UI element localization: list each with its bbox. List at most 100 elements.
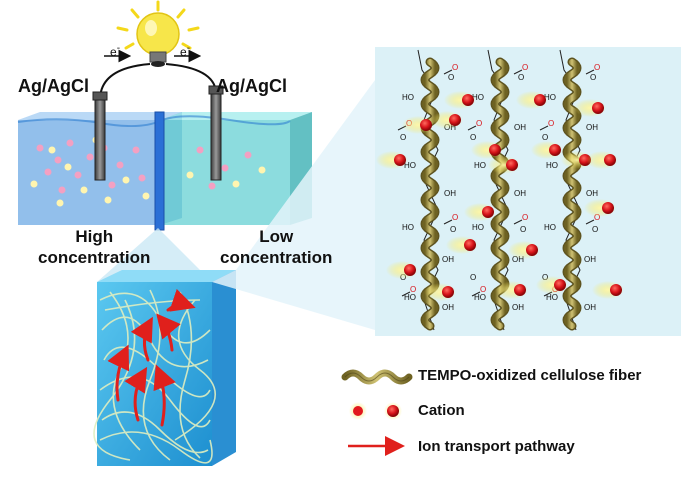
cation-sphere <box>489 144 501 156</box>
cation-sphere <box>554 279 566 291</box>
hydroxyl-label: OH <box>514 189 526 198</box>
electrode-label-left: Ag/AgCl <box>18 76 89 96</box>
cellulose-hydrogel-block <box>93 270 236 466</box>
low-concentration-label: Low concentration <box>220 227 333 267</box>
carboxylate-oxygen: O <box>410 285 416 294</box>
electrode-left <box>92 91 108 181</box>
oxygen-label: O <box>518 73 524 82</box>
carboxylate-bond <box>513 69 523 75</box>
legend-cation-label: Cation <box>418 402 465 419</box>
hydroxyl-label: HO <box>472 93 484 102</box>
carboxylate-bond <box>585 69 595 75</box>
cation-sphere <box>610 284 622 296</box>
cation-sphere <box>464 239 476 251</box>
hydroxyl-label: HO <box>402 223 414 232</box>
carboxylate-bond <box>401 291 411 297</box>
carboxylate-bond <box>467 125 477 131</box>
ion-pathway-arrows <box>107 288 196 427</box>
membrane-separator <box>154 111 165 231</box>
cation-sphere <box>602 202 614 214</box>
high-concentration-label: High concentration <box>38 227 151 267</box>
cation-sphere <box>506 159 518 171</box>
zoom-cone-fiber <box>212 80 375 330</box>
hydroxyl-label: HO <box>404 293 416 302</box>
carboxylate-oxygen: O <box>522 63 528 72</box>
molecular-structure-panel: HOHOHOHOOHOHOHOHOOOOOOOOHOHOHOHOOHOHOHOH… <box>375 47 681 336</box>
cation-sphere <box>462 94 474 106</box>
carboxylate-oxygen: O <box>480 285 486 294</box>
oxygen-label: O <box>470 273 476 282</box>
hydroxyl-label: HO <box>402 93 414 102</box>
legend-pathway-label: Ion transport pathway <box>418 438 575 455</box>
carboxylate-oxygen: O <box>594 213 600 222</box>
legend-cation-icon <box>349 402 402 420</box>
hydroxyl-label: OH <box>444 189 456 198</box>
oxygen-label: O <box>520 225 526 234</box>
cellulose-fiber-highlight <box>564 59 580 329</box>
hydroxyl-label: HO <box>474 293 486 302</box>
hydroxyl-label: HO <box>404 161 416 170</box>
electrode-label-right: Ag/AgCl <box>216 76 287 96</box>
cation-sphere <box>404 264 416 276</box>
electron-label-right: e- <box>180 43 191 59</box>
carboxylate-oxygen: O <box>548 119 554 128</box>
cation-sphere <box>526 244 538 256</box>
light-bulb-icon <box>116 0 200 67</box>
oxygen-label: O <box>592 225 598 234</box>
hydroxyl-label: HO <box>544 93 556 102</box>
hydroxyl-label: OH <box>442 255 454 264</box>
carboxylate-oxygen: O <box>594 63 600 72</box>
carboxylate-bond <box>513 219 523 225</box>
cation-sphere <box>549 144 561 156</box>
legend-fiber-label: TEMPO-oxidized cellulose fiber <box>418 367 642 384</box>
cation-sphere <box>449 114 461 126</box>
hydroxyl-label: HO <box>546 161 558 170</box>
hydroxyl-label: HO <box>472 223 484 232</box>
cation-sphere <box>514 284 526 296</box>
carboxylate-bond <box>471 291 481 297</box>
electrode-right <box>208 85 224 181</box>
legend <box>341 369 413 456</box>
carboxylate-oxygen: O <box>452 213 458 222</box>
ion-particles <box>30 136 266 207</box>
hydroxyl-label: HO <box>474 161 486 170</box>
cation-sphere <box>420 119 432 131</box>
hydroxyl-label: OH <box>512 303 524 312</box>
cation-sphere <box>394 154 406 166</box>
oxygen-label: O <box>470 133 476 142</box>
hydroxyl-label: HO <box>544 223 556 232</box>
zoom-cone-membrane <box>97 228 212 282</box>
cation-sphere <box>534 94 546 106</box>
hydroxyl-label: OH <box>586 189 598 198</box>
carboxylate-bond <box>539 125 549 131</box>
circuit-wires <box>99 63 217 101</box>
hydroxyl-label: OH <box>586 123 598 132</box>
cellulose-fiber-highlight <box>492 59 508 329</box>
cation-sphere <box>604 154 616 166</box>
hydroxyl-label: OH <box>442 303 454 312</box>
hydroxyl-label: OH <box>584 255 596 264</box>
carboxylate-bond <box>443 69 453 75</box>
cation-sphere <box>442 286 454 298</box>
electrochemical-cell <box>17 111 312 231</box>
cellulose-fiber-highlight <box>422 59 438 329</box>
hydroxyl-label: OH <box>514 123 526 132</box>
carboxylate-oxygen: O <box>476 119 482 128</box>
electron-label-left: e- <box>110 43 121 59</box>
oxygen-label: O <box>400 133 406 142</box>
oxygen-label: O <box>450 225 456 234</box>
cation-sphere <box>482 206 494 218</box>
hydroxyl-label: OH <box>512 255 524 264</box>
carboxylate-bond <box>443 219 453 225</box>
cation-sphere <box>592 102 604 114</box>
carboxylate-oxygen: O <box>522 213 528 222</box>
oxygen-label: O <box>448 73 454 82</box>
oxygen-label: O <box>542 133 548 142</box>
oxygen-label: O <box>590 73 596 82</box>
hydroxyl-label: OH <box>584 303 596 312</box>
cellulose-chains: HOHOHOHOOHOHOHOHOOOOOOOOHOHOHOHOOHOHOHOH… <box>376 49 624 331</box>
carboxylate-bond <box>585 219 595 225</box>
hydroxyl-label: HO <box>546 293 558 302</box>
carboxylate-oxygen: O <box>452 63 458 72</box>
